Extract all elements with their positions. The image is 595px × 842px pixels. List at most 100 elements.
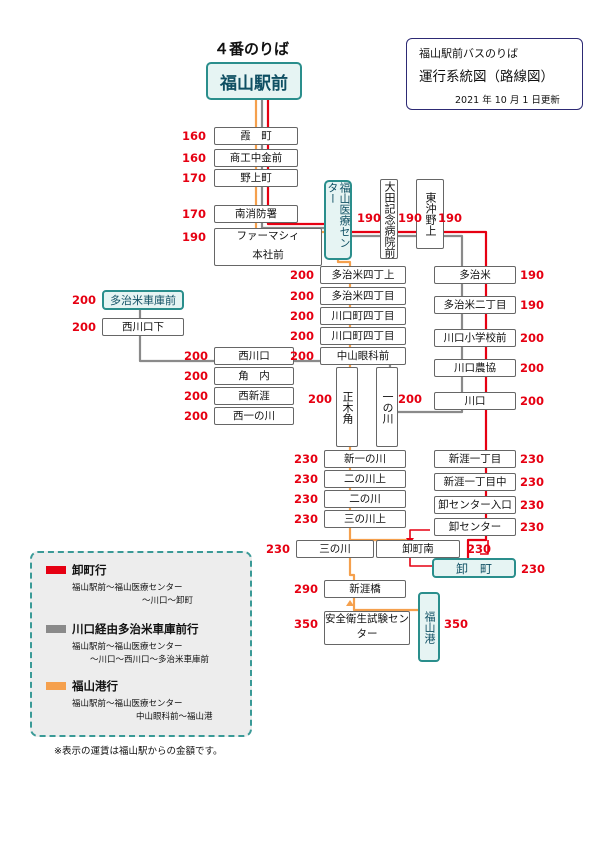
fare-shingaibashi: 290	[293, 582, 318, 596]
legend-swatch-orange	[46, 682, 66, 690]
fare-ninokawa: 230	[293, 492, 318, 506]
stop-oroshimachi: 卸 町	[432, 558, 516, 578]
stop-ota-hospital: 大田記念病院前	[380, 179, 398, 259]
legend-orange-line2: 中山眼科前～福山港	[136, 712, 213, 722]
fare-sannokawa: 230	[265, 542, 290, 556]
legend-orange-line1: 福山駅前～福山医療センター	[72, 699, 183, 709]
stop-tajime: 多治米	[434, 266, 516, 284]
fare-oroshi-center-iri: 230	[520, 498, 545, 512]
fare-ota-hospital: 190	[398, 211, 423, 225]
fare-safety-center: 350	[293, 617, 318, 631]
stop-pharmacy: ファーマシィ 本社前	[214, 228, 322, 266]
fare-shin-ichinokawa: 230	[293, 452, 318, 466]
legend-red-title: 卸町行	[72, 563, 107, 577]
stop-ichinokawa-v: 一の川	[376, 367, 398, 447]
legend-swatch-gray	[46, 625, 66, 633]
stop-tajime-2: 多治米二丁目	[434, 296, 516, 314]
legend-gray-line2: ～川口～西川口～多治米車庫前	[90, 655, 210, 665]
fare-ichinokawa: 200	[398, 392, 423, 406]
fare-minamishobo: 170	[181, 207, 206, 221]
fare-fukuyama-port: 350	[444, 617, 469, 631]
fare-nishikawaguchi-shita: 200	[71, 320, 96, 334]
stop-masaki: 正木角	[336, 367, 358, 447]
fare-kawaguchi-4b: 200	[289, 329, 314, 343]
fare-higashi-nogami: 190	[438, 211, 463, 225]
fare-nishi-ichinokawa: 200	[183, 409, 208, 423]
fare-oroshimachi: 230	[521, 562, 546, 576]
stop-taji-4b: 多治米四丁目	[320, 287, 406, 305]
legend-swatch-red	[46, 566, 66, 574]
legend-red-line2: ～川口～卸町	[142, 596, 194, 606]
route-line-red	[266, 100, 488, 566]
fare-pharmacy: 190	[181, 230, 206, 244]
stop-nishikawaguchi: 西川口	[214, 347, 294, 365]
stop-pharmacy-line1: ファーマシィ	[236, 230, 300, 242]
fare-iryo-center: 190	[357, 211, 382, 225]
stop-sannokawa: 三の川	[296, 540, 374, 558]
legend-red-line1: 福山駅前～福山医療センター	[72, 583, 183, 593]
stop-kawaguchi-nokyo: 川口農協	[434, 359, 516, 377]
fare-kasumi: 160	[181, 129, 206, 143]
info-box: 福山駅前バスのりば 運行系統図（路線図） 2021 年 10 月 1 日更新	[406, 38, 583, 110]
legend: 卸町行 福山駅前～福山医療センター ～川口～卸町 川口経由多治米車庫前行 福山駅…	[30, 551, 252, 737]
stop-oroshi-center: 卸センター	[434, 518, 516, 536]
stop-nishishingai: 西新涯	[214, 387, 294, 405]
info-title: 運行系統図（路線図）	[419, 69, 554, 85]
stop-fukuyama-port: 福山港	[418, 592, 440, 662]
stop-pharmacy-line2: 本社前	[252, 249, 284, 261]
stop-nishikawaguchi-shita: 西川口下	[102, 318, 184, 336]
fare-kawaguchi-nokyo: 200	[520, 361, 545, 375]
stop-kasumi: 霞 町	[214, 127, 298, 145]
fare-kawaguchi: 200	[520, 394, 545, 408]
fare-taji-4b: 200	[289, 289, 314, 303]
info-updated: 2021 年 10 月 1 日更新	[455, 95, 560, 106]
fare-oroshimachi-minami: 230	[467, 542, 492, 556]
footnote: ※表示の運賃は福山駅からの金額です。	[54, 746, 223, 757]
stop-garage: 多治米車庫前	[102, 290, 184, 310]
stop-shingaibashi: 新涯橋	[324, 580, 406, 598]
fare-kawaguchi-4a: 200	[289, 309, 314, 323]
info-line1: 福山駅前バスのりば	[419, 47, 518, 60]
stop-nakayama-ganka: 中山眼科前	[320, 347, 406, 365]
legend-gray-title: 川口経由多治米車庫前行	[72, 622, 199, 636]
stop-higashi-nogami: 東沖野上	[416, 179, 444, 249]
fare-garage: 200	[71, 293, 96, 307]
stop-nishi-ichinokawa: 西一の川	[214, 407, 294, 425]
fare-shingai-1: 230	[520, 452, 545, 466]
stop-shokochukin: 商工中金前	[214, 149, 298, 167]
stop-taji-4: 多治米四丁上	[320, 266, 406, 284]
legend-gray-line1: 福山駅前～福山医療センター	[72, 642, 183, 652]
platform-label: ４番のりば	[214, 40, 290, 58]
stop-kawaguchi-4a: 川口町四丁目	[320, 307, 406, 325]
fare-nishishingai: 200	[183, 389, 208, 403]
stop-kawaguchi-4b: 川口町四丁目	[320, 327, 406, 345]
route-line-red-b	[480, 540, 489, 555]
stop-oroshimachi-minami: 卸町南	[376, 540, 460, 558]
fare-kado-uchi: 200	[183, 369, 208, 383]
fare-sannokawa-ue: 230	[293, 512, 318, 526]
fare-kawaguchi-school: 200	[520, 331, 545, 345]
legend-orange-title: 福山港行	[72, 679, 118, 693]
stop-minamishobo: 南消防署	[214, 205, 298, 223]
origin-stop: 福山駅前	[206, 62, 302, 100]
fare-tajime: 190	[520, 268, 545, 282]
fare-ninokawa-ue: 230	[293, 472, 318, 486]
fare-taji-4: 200	[289, 268, 314, 282]
fare-tajime-2: 190	[520, 298, 545, 312]
arrow-head-orange	[346, 600, 354, 606]
stop-safety-center-label: 安全衛生試験センター	[325, 613, 409, 640]
fare-nogami: 170	[181, 171, 206, 185]
fare-nakayama-ganka: 200	[289, 349, 314, 363]
stop-iryo-center: 福山医療センター	[324, 180, 352, 260]
fare-nishikawaguchi: 200	[183, 349, 208, 363]
fare-oroshi-center: 230	[520, 520, 545, 534]
stop-kawaguchi: 川口	[434, 392, 516, 410]
stop-nogami: 野上町	[214, 169, 298, 187]
stop-shingai-1-naka: 新涯一丁目中	[434, 473, 516, 491]
stop-safety-center: 安全衛生試験センター	[324, 611, 410, 645]
stop-shingai-1: 新涯一丁目	[434, 450, 516, 468]
stop-ninokawa-ue: 二の川上	[324, 470, 406, 488]
fare-shingai-1-naka: 230	[520, 475, 545, 489]
stop-kawaguchi-school: 川口小学校前	[434, 329, 516, 347]
fare-masaki: 200	[307, 392, 332, 406]
